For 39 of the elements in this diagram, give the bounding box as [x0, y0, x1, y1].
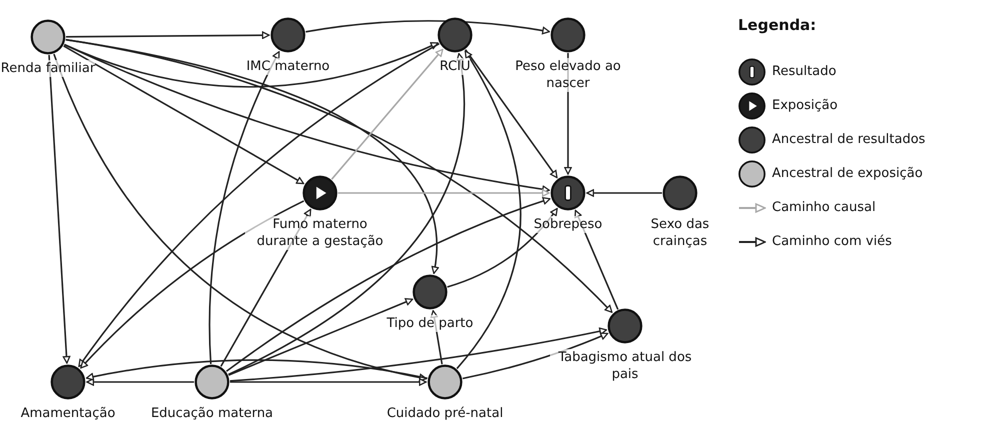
- arrow: [226, 197, 551, 372]
- arrow: [208, 51, 280, 364]
- arrow: [86, 378, 194, 386]
- arrow: [64, 42, 438, 88]
- arrow: [86, 359, 428, 381]
- node-label: Sobrepeso: [534, 216, 602, 233]
- arrow: [64, 44, 550, 194]
- arrow: [456, 50, 522, 370]
- arrow: [63, 45, 304, 184]
- arrow: [462, 332, 608, 380]
- arrow: [306, 20, 550, 34]
- arrow: [230, 378, 427, 386]
- legend-label: Exposição: [772, 96, 838, 115]
- arrow: [230, 327, 608, 382]
- arrow: [78, 43, 440, 368]
- node-label: Educação materna: [150, 405, 274, 422]
- node-label: Tipo de parto: [386, 315, 474, 332]
- arrow: [80, 200, 304, 369]
- node-label: IMC materno: [246, 58, 330, 75]
- arrow: [228, 298, 414, 376]
- legend-label: Ancestral de exposição: [772, 164, 923, 183]
- legend-label: Resultado: [772, 62, 836, 81]
- arrow: [53, 54, 427, 382]
- legend-label: Caminho causal: [772, 198, 876, 217]
- arrow: [464, 49, 558, 178]
- arrow: [338, 189, 550, 197]
- node-label: RCIU: [440, 58, 470, 75]
- arrow: [586, 189, 662, 197]
- arrow: [66, 38, 613, 313]
- node-label: Renda familiar: [0, 60, 96, 77]
- arrow: [331, 48, 444, 180]
- legend-label: Caminho com viés: [772, 232, 892, 251]
- arrow: [66, 31, 270, 40]
- node-label: Amamentação: [20, 405, 116, 422]
- legend-label: Ancestral de resultados: [772, 130, 926, 149]
- arrow: [48, 54, 70, 364]
- legend-title: Legenda:: [738, 15, 818, 36]
- arrow: [228, 52, 465, 376]
- node-label: Cuidado pré-natal: [386, 405, 504, 422]
